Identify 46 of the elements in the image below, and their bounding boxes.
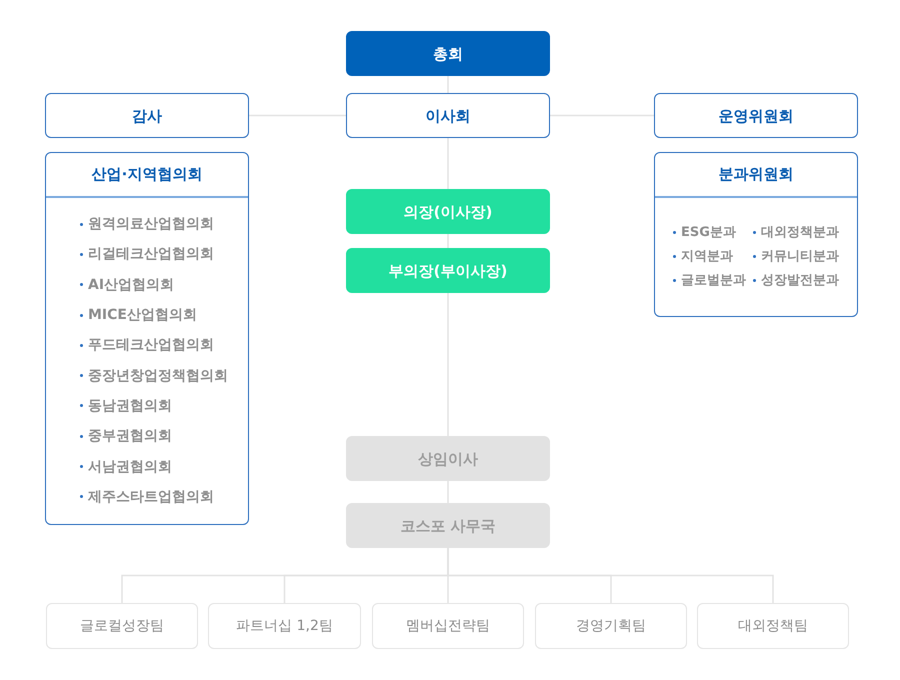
- team-box: [697, 603, 849, 649]
- box-label: 글로컬성장팀: [80, 618, 164, 634]
- org-box: [346, 248, 550, 293]
- box-label: 감사: [132, 106, 162, 124]
- list-item-text: 중부권협의회: [88, 427, 172, 446]
- org-box: [346, 436, 550, 481]
- box-label: 경영기획팀: [576, 618, 646, 634]
- team-box: [372, 603, 524, 649]
- team-box: [46, 603, 198, 649]
- org-box: [346, 31, 550, 76]
- list-item-text: 중장년창업정책협의회: [88, 366, 228, 385]
- box-label: 파트너십 1,2팀: [236, 618, 333, 634]
- list-item-text: 원격의료산업협의회: [88, 215, 214, 234]
- org-box: [654, 93, 858, 138]
- list-item-text: 성장발전분과: [761, 272, 839, 289]
- box-label: 총회: [433, 44, 463, 62]
- org-panel: [654, 152, 858, 317]
- box-label: 상임이사: [418, 450, 478, 468]
- box-label: 의장(이사장): [404, 202, 492, 220]
- box-label: 멤버십전략팀: [406, 618, 490, 634]
- org-box: [45, 93, 249, 138]
- org-box: [346, 503, 550, 548]
- team-box: [208, 603, 361, 649]
- box-label: 운영위원회: [718, 106, 794, 124]
- box-label: 이사회: [426, 106, 470, 124]
- list-item-text: 글로벌분과: [681, 272, 746, 289]
- list-item-text: ESG분과: [681, 224, 736, 241]
- org-panel: [45, 152, 249, 525]
- list-item-text: 서남권협의회: [88, 458, 172, 476]
- list-item-text: MICE산업협의회: [88, 306, 197, 324]
- panel-heading: 산업·지역협의회: [46, 153, 248, 198]
- org-box: [346, 189, 550, 234]
- list-item-text: 동남권협의회: [88, 396, 172, 415]
- team-box: [535, 603, 687, 649]
- panel-heading: 분과위원회: [655, 153, 857, 198]
- org-box: [346, 93, 550, 138]
- list-item-text: 대외정책분과: [761, 224, 839, 241]
- list-item-text: 푸드테크산업협의회: [88, 336, 214, 354]
- box-label: 대외정책팀: [738, 618, 808, 634]
- box-label: 부의장(부이사장): [388, 262, 508, 280]
- list-item-text: 지역분과: [681, 248, 733, 265]
- list-item-text: AI산업협의회: [88, 276, 174, 294]
- list-item-text: 리걸테크산업협의회: [88, 245, 214, 264]
- list-item-text: 제주스타트업협의회: [88, 488, 214, 506]
- box-label: 코스포 사무국: [400, 516, 496, 534]
- list-item-text: 커뮤니티분과: [761, 248, 839, 265]
